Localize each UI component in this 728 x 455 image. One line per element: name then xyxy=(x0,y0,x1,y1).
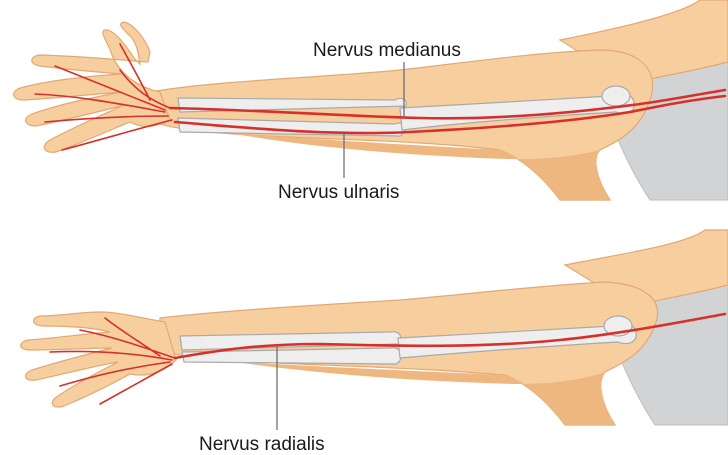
top-elbow-bone xyxy=(602,86,630,106)
label-nervus-ulnaris: Nervus ulnaris xyxy=(278,182,399,203)
bottom-arm xyxy=(21,230,728,425)
top-hand xyxy=(14,22,170,152)
top-arm xyxy=(14,0,728,200)
label-nervus-radialis: Nervus radialis xyxy=(199,434,325,455)
bottom-hand xyxy=(21,312,176,407)
label-nervus-medianus: Nervus medianus xyxy=(313,40,461,61)
